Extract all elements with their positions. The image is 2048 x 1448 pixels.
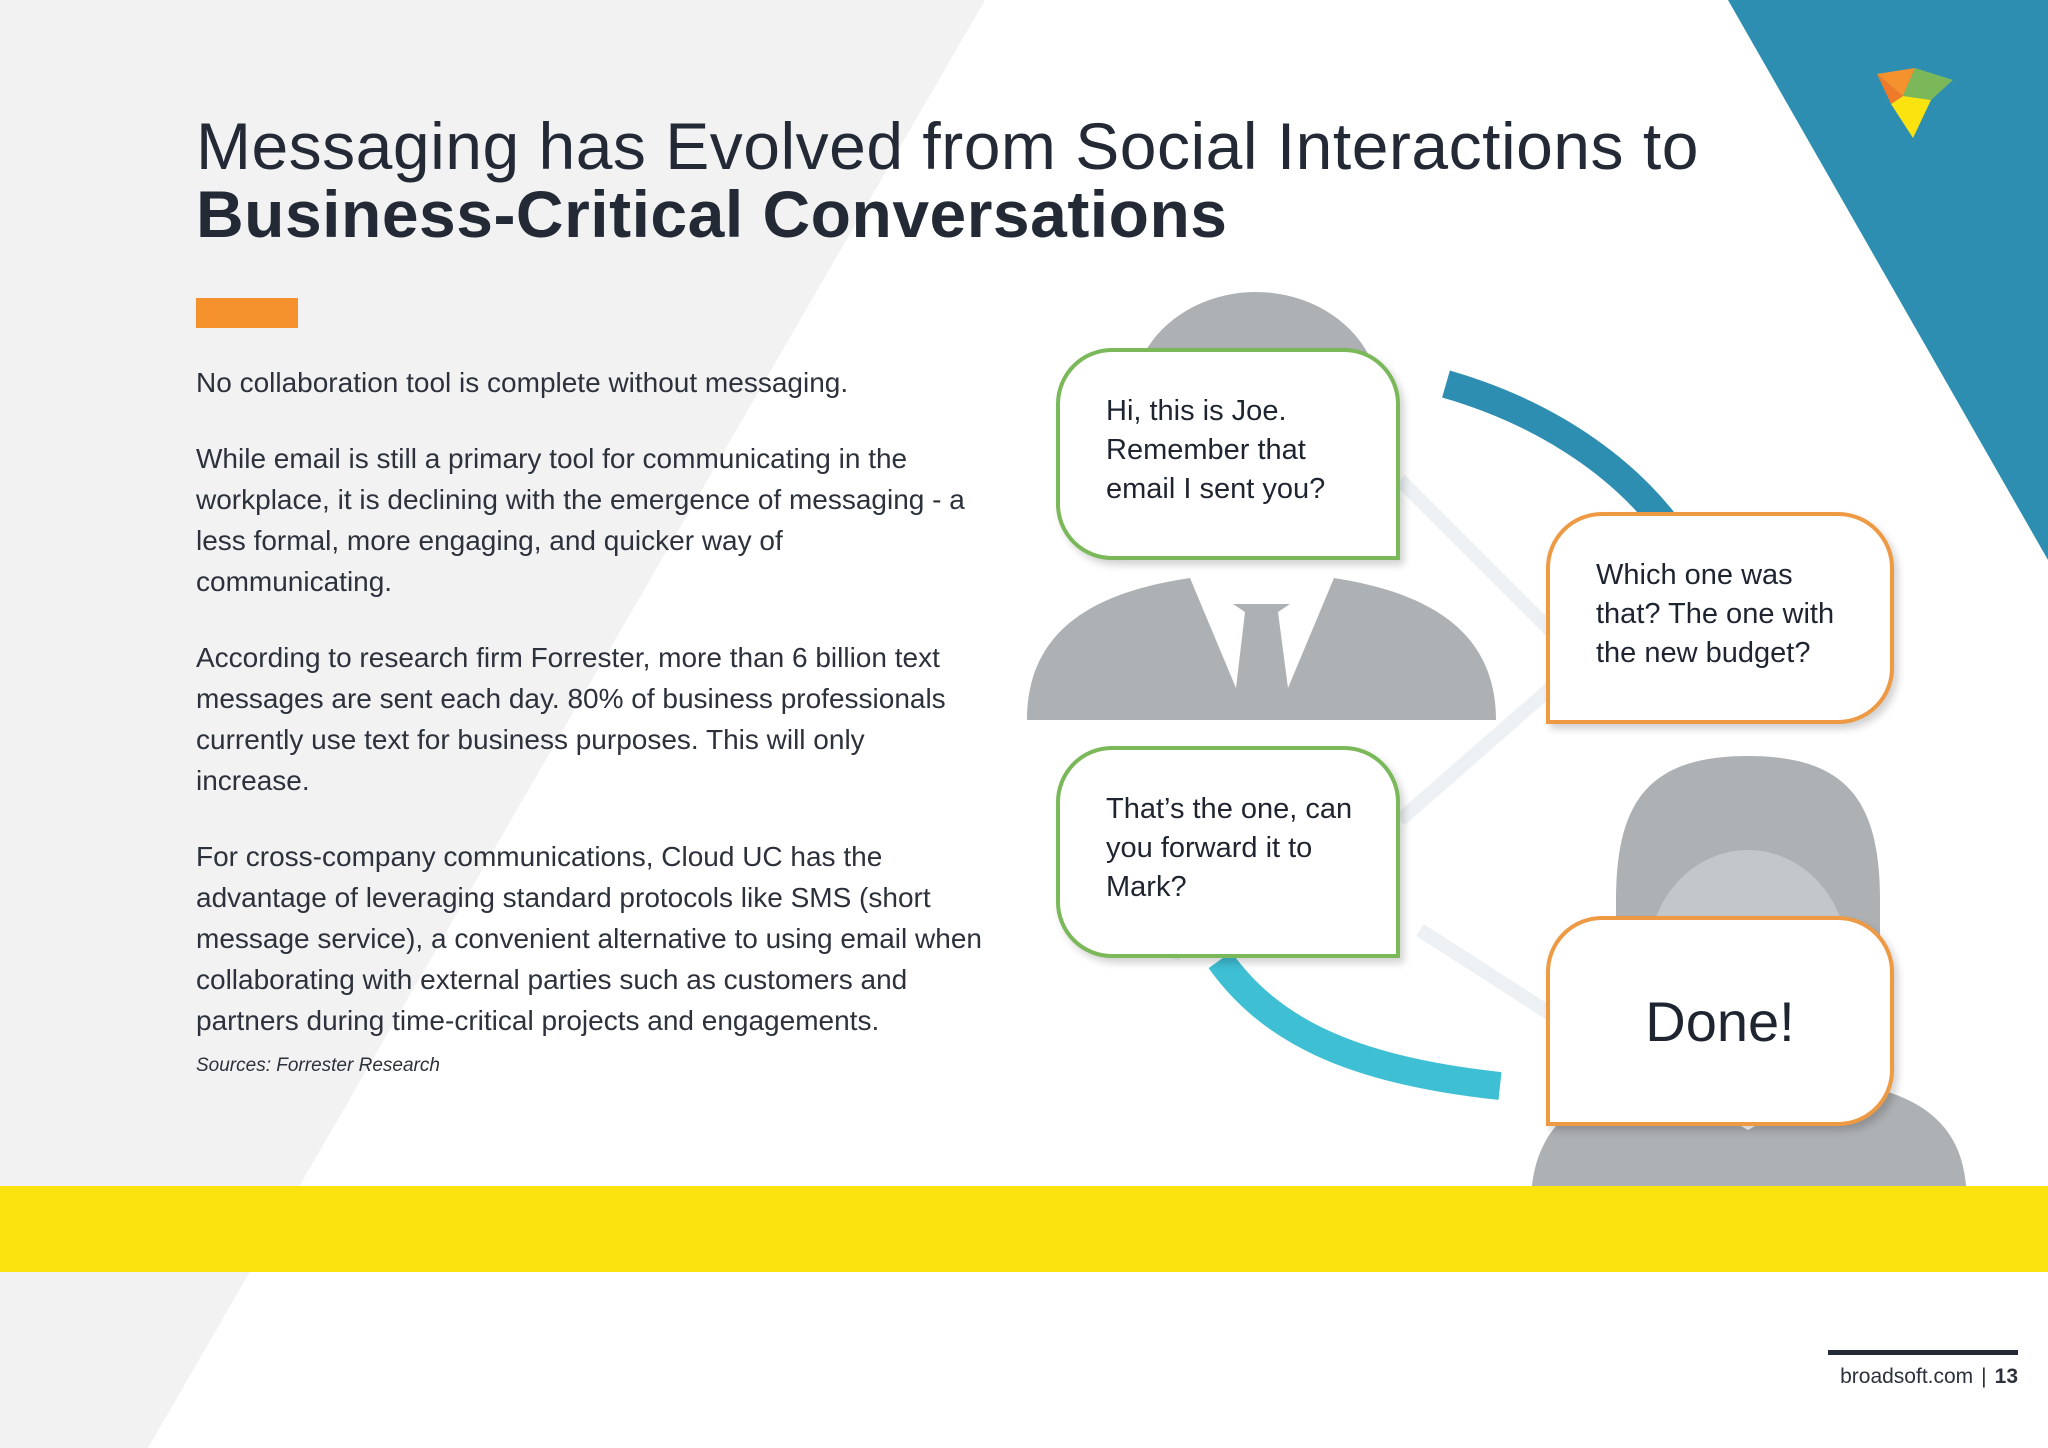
speech-bubble-reply-text: Which one was that? The one with the new… bbox=[1596, 559, 1835, 669]
paragraph-3: According to research firm Forrester, mo… bbox=[196, 642, 946, 796]
yellow-band bbox=[0, 1186, 2048, 1272]
page-footer: broadsoft.com | 13 bbox=[1828, 1350, 2018, 1389]
background-gray-wedge bbox=[0, 0, 985, 1448]
speech-bubble-done: Done! bbox=[1546, 916, 1894, 1126]
title-line-2: Business-Critical Conversations bbox=[196, 177, 1228, 251]
sources-note: Sources: Forrester Research bbox=[196, 1055, 440, 1076]
title-line-1: Messaging has Evolved from Social Intera… bbox=[196, 109, 1699, 183]
paragraph-4: For cross-company communications, Cloud … bbox=[196, 841, 982, 1036]
footer-rule bbox=[1828, 1350, 2018, 1355]
teal-corner-shape bbox=[1728, 0, 2048, 560]
page-title: Messaging has Evolved from Social Intera… bbox=[196, 112, 1699, 248]
speech-bubble-reply: Which one was that? The one with the new… bbox=[1546, 512, 1894, 724]
paragraph-1: No collaboration tool is complete withou… bbox=[196, 367, 849, 398]
speech-bubble-forward: That’s the one, can you forward it to Ma… bbox=[1056, 746, 1400, 958]
page-number: 13 bbox=[1994, 1365, 2018, 1388]
paragraph-2: While email is still a primary tool for … bbox=[196, 443, 965, 597]
footer-separator: | bbox=[1981, 1365, 1987, 1388]
speech-bubble-joe-text: Hi, this is Joe. Remember that email I s… bbox=[1106, 395, 1326, 505]
footer-text: broadsoft.com | 13 bbox=[1828, 1365, 2018, 1389]
body-text: No collaboration tool is complete withou… bbox=[196, 362, 996, 1086]
speech-bubble-done-text: Done! bbox=[1645, 989, 1795, 1053]
broadsoft-logo-icon bbox=[1877, 68, 1953, 138]
speech-bubble-forward-text: That’s the one, can you forward it to Ma… bbox=[1106, 793, 1353, 903]
footer-site-link[interactable]: broadsoft.com bbox=[1840, 1365, 1974, 1388]
faint-connector-lines bbox=[1395, 475, 1565, 1026]
speech-bubble-joe: Hi, this is Joe. Remember that email I s… bbox=[1056, 348, 1400, 560]
orange-accent-bar bbox=[196, 298, 298, 328]
